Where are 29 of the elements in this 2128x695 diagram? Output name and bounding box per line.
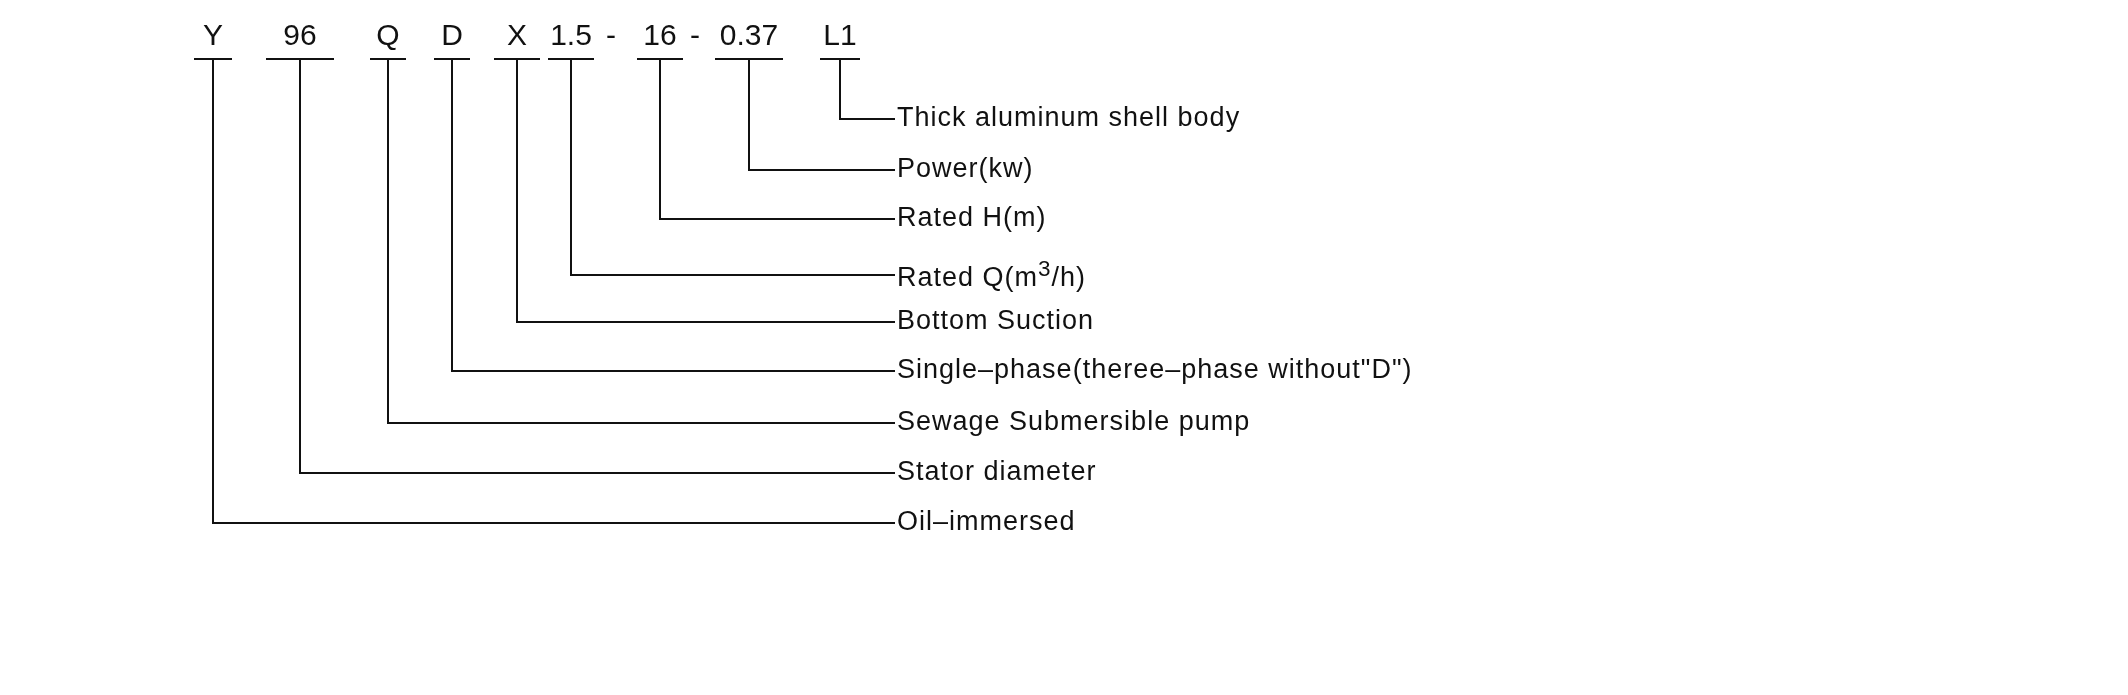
code-segment: 16 [637,12,683,60]
code-segment: 96 [266,12,334,60]
code-segment: Q [370,12,406,60]
leader-line [516,59,896,323]
description-text: Rated H(m) [897,200,1047,234]
description-text: Thick aluminum shell body [897,100,1241,134]
description-text: Bottom Suction [897,303,1095,337]
separator-dash: - [690,17,700,53]
code-segment: Y [194,12,232,60]
code-segment: 0.37 [715,12,783,60]
description-text: Sewage Submersible pump [897,404,1251,438]
leader-line [212,59,896,524]
description-text: Oil–immersed [897,504,1076,538]
code-segment: L1 [820,12,860,60]
leader-line [839,59,896,120]
description-text: Power(kw) [897,151,1034,185]
leader-line [299,59,896,474]
leader-line [451,59,896,372]
code-segment: 1.5 [548,12,594,60]
leader-line [748,59,896,171]
separator-dash: - [606,17,616,53]
description-text: Stator diameter [897,454,1097,488]
leader-line [387,59,896,424]
description-text: Rated Q(m$^{3}$/h) [897,252,1087,294]
description-text: Single–phase(theree–phase without"D") [897,352,1413,386]
code-segment: X [494,12,540,60]
leader-line [659,59,896,220]
code-segment: D [434,12,470,60]
leader-line [570,59,896,276]
